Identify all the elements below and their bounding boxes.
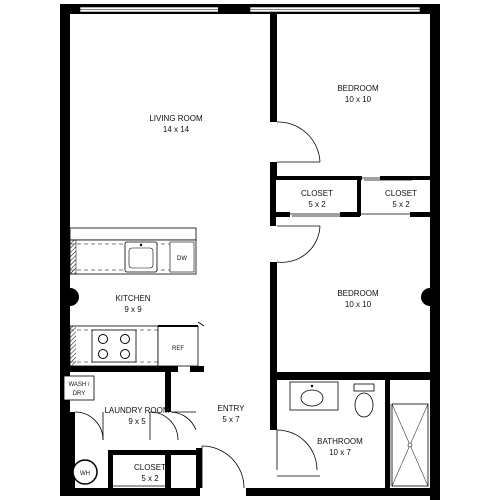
room-label-closet-2: CLOSET 5 x 2	[385, 189, 417, 209]
room-size: 9 x 5	[128, 417, 146, 426]
room-label-entry: ENTRY 5 x 7	[218, 404, 246, 424]
room-label-closet-1: CLOSET 5 x 2	[301, 189, 333, 209]
room-size: 5 x 2	[308, 200, 326, 209]
columns	[70, 288, 430, 306]
room-size: 10 x 7	[329, 448, 351, 457]
refrigerator	[157, 325, 199, 367]
room-name: KITCHEN	[115, 294, 150, 303]
room-name: CLOSET	[301, 189, 333, 198]
room-size: 10 x 10	[345, 95, 372, 104]
stove	[91, 329, 137, 363]
dishwasher	[169, 241, 195, 273]
room-size: 5 x 2	[392, 200, 410, 209]
room-label-bathroom: BATHROOM 10 x 7	[317, 437, 363, 457]
doors	[74, 121, 412, 489]
room-label-closet-3: CLOSET 5 x 2	[134, 463, 166, 483]
interior-walls	[60, 14, 430, 488]
bathroom-vanity	[289, 381, 339, 411]
shower	[389, 403, 429, 487]
washer-dryer	[63, 375, 95, 401]
room-name: CLOSET	[134, 463, 166, 472]
room-name: BATHROOM	[317, 437, 363, 446]
room-label-laundry-room: LAUNDRY ROOM 9 x 5	[104, 406, 169, 426]
room-name: ENTRY	[218, 404, 246, 413]
room-label-bedroom-1: BEDROOM 10 x 10	[337, 84, 379, 104]
toilet	[353, 383, 375, 418]
room-label-kitchen: KITCHEN 9 x 9	[115, 294, 150, 314]
kitchen-sink	[124, 241, 158, 273]
room-label-bedroom-2: BEDROOM 10 x 10	[337, 289, 379, 309]
room-label-living-room: LIVING ROOM 14 x 14	[149, 114, 203, 134]
water-heater	[72, 459, 98, 485]
room-size: 9 x 9	[124, 305, 142, 314]
room-name: BEDROOM	[337, 289, 379, 298]
washer-dryer-label-1: WASH /	[68, 382, 89, 388]
room-name: LAUNDRY ROOM	[104, 406, 169, 415]
windows	[79, 4, 421, 14]
dishwasher-label: DW	[177, 256, 187, 262]
room-name: BEDROOM	[337, 84, 379, 93]
room-size: 5 x 2	[141, 474, 159, 483]
refrigerator-label: REF	[172, 346, 184, 352]
washer-dryer-label-2: DRY	[73, 391, 86, 397]
room-size: 14 x 14	[163, 125, 190, 134]
room-name: LIVING ROOM	[149, 114, 203, 123]
room-name: CLOSET	[385, 189, 417, 198]
water-heater-label: WH	[80, 471, 90, 477]
room-size: 10 x 10	[345, 300, 372, 309]
room-size: 5 x 7	[222, 415, 240, 424]
